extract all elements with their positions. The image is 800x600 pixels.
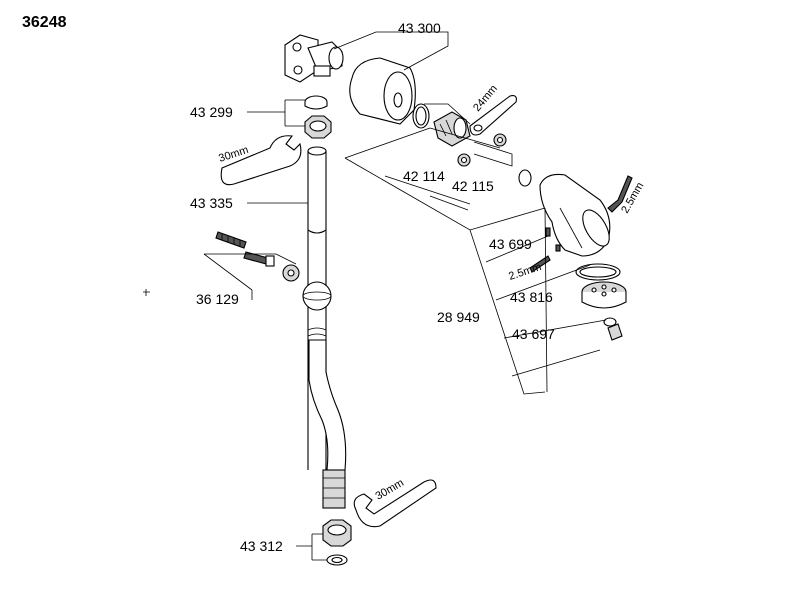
- key-label-25mm-left: 2.5mm: [507, 261, 543, 283]
- leader-43312: [296, 533, 327, 561]
- fitting-42115[interactable]: [493, 133, 507, 147]
- label-43299: 43 299: [190, 104, 233, 120]
- leader-valve-group: [344, 127, 546, 231]
- model-number: 36248: [22, 14, 67, 31]
- label-43300: 43 300: [398, 20, 441, 36]
- label-42115: 42 115: [452, 178, 494, 194]
- slider-ball[interactable]: [302, 281, 332, 311]
- wall-bracket[interactable]: [284, 34, 344, 83]
- fixing-nut-36129[interactable]: [282, 264, 300, 282]
- nut-43299[interactable]: [304, 95, 328, 110]
- bracket-connector: [424, 103, 471, 125]
- o-ring-42115[interactable]: [518, 169, 532, 187]
- key-25mm-left: 2.5mm: [507, 255, 551, 283]
- nozzle-insert[interactable]: [603, 317, 623, 341]
- label-43816: 43 816: [510, 289, 553, 305]
- key-25mm-right: 2.5mm: [607, 175, 646, 216]
- leader-grid-lines: [384, 175, 471, 211]
- union-nut-43312[interactable]: [322, 519, 352, 547]
- leader-frame-lines: [485, 235, 607, 377]
- riser-pipe[interactable]: [307, 146, 347, 509]
- washer-43312[interactable]: [326, 554, 348, 566]
- shower-head[interactable]: [539, 173, 615, 257]
- wrench-30mm-top: 30mm: [217, 135, 302, 186]
- leader-36129: [203, 253, 297, 300]
- leader-frame-vertical: [544, 207, 548, 393]
- valve-insert[interactable]: [433, 111, 471, 147]
- leader-43299: [247, 99, 305, 127]
- leader-frame-outer: [469, 229, 546, 395]
- label-28949: 28 949: [437, 309, 480, 325]
- washer-43816[interactable]: [575, 263, 621, 281]
- registration-mark: [143, 289, 150, 296]
- label-43699: 43 699: [489, 236, 532, 252]
- label-42114: 42 114: [403, 168, 445, 184]
- union-nut-43299[interactable]: [304, 115, 332, 139]
- mounting-screw[interactable]: [215, 231, 247, 249]
- o-ring-small[interactable]: [412, 103, 430, 129]
- wrench-30mm-bottom: 30mm: [353, 477, 437, 528]
- label-43335: 43 335: [190, 195, 233, 211]
- key-24mm: 24mm: [469, 83, 517, 136]
- label-43697: 43 697: [512, 326, 555, 342]
- leader-43300: [333, 31, 449, 71]
- fitting-42114[interactable]: [457, 153, 471, 167]
- label-43312: 43 312: [240, 538, 283, 554]
- label-36129: 36 129: [196, 291, 239, 307]
- cover-cylinder[interactable]: [349, 57, 416, 125]
- wall-plug[interactable]: [243, 251, 275, 267]
- spray-disc[interactable]: [581, 281, 627, 309]
